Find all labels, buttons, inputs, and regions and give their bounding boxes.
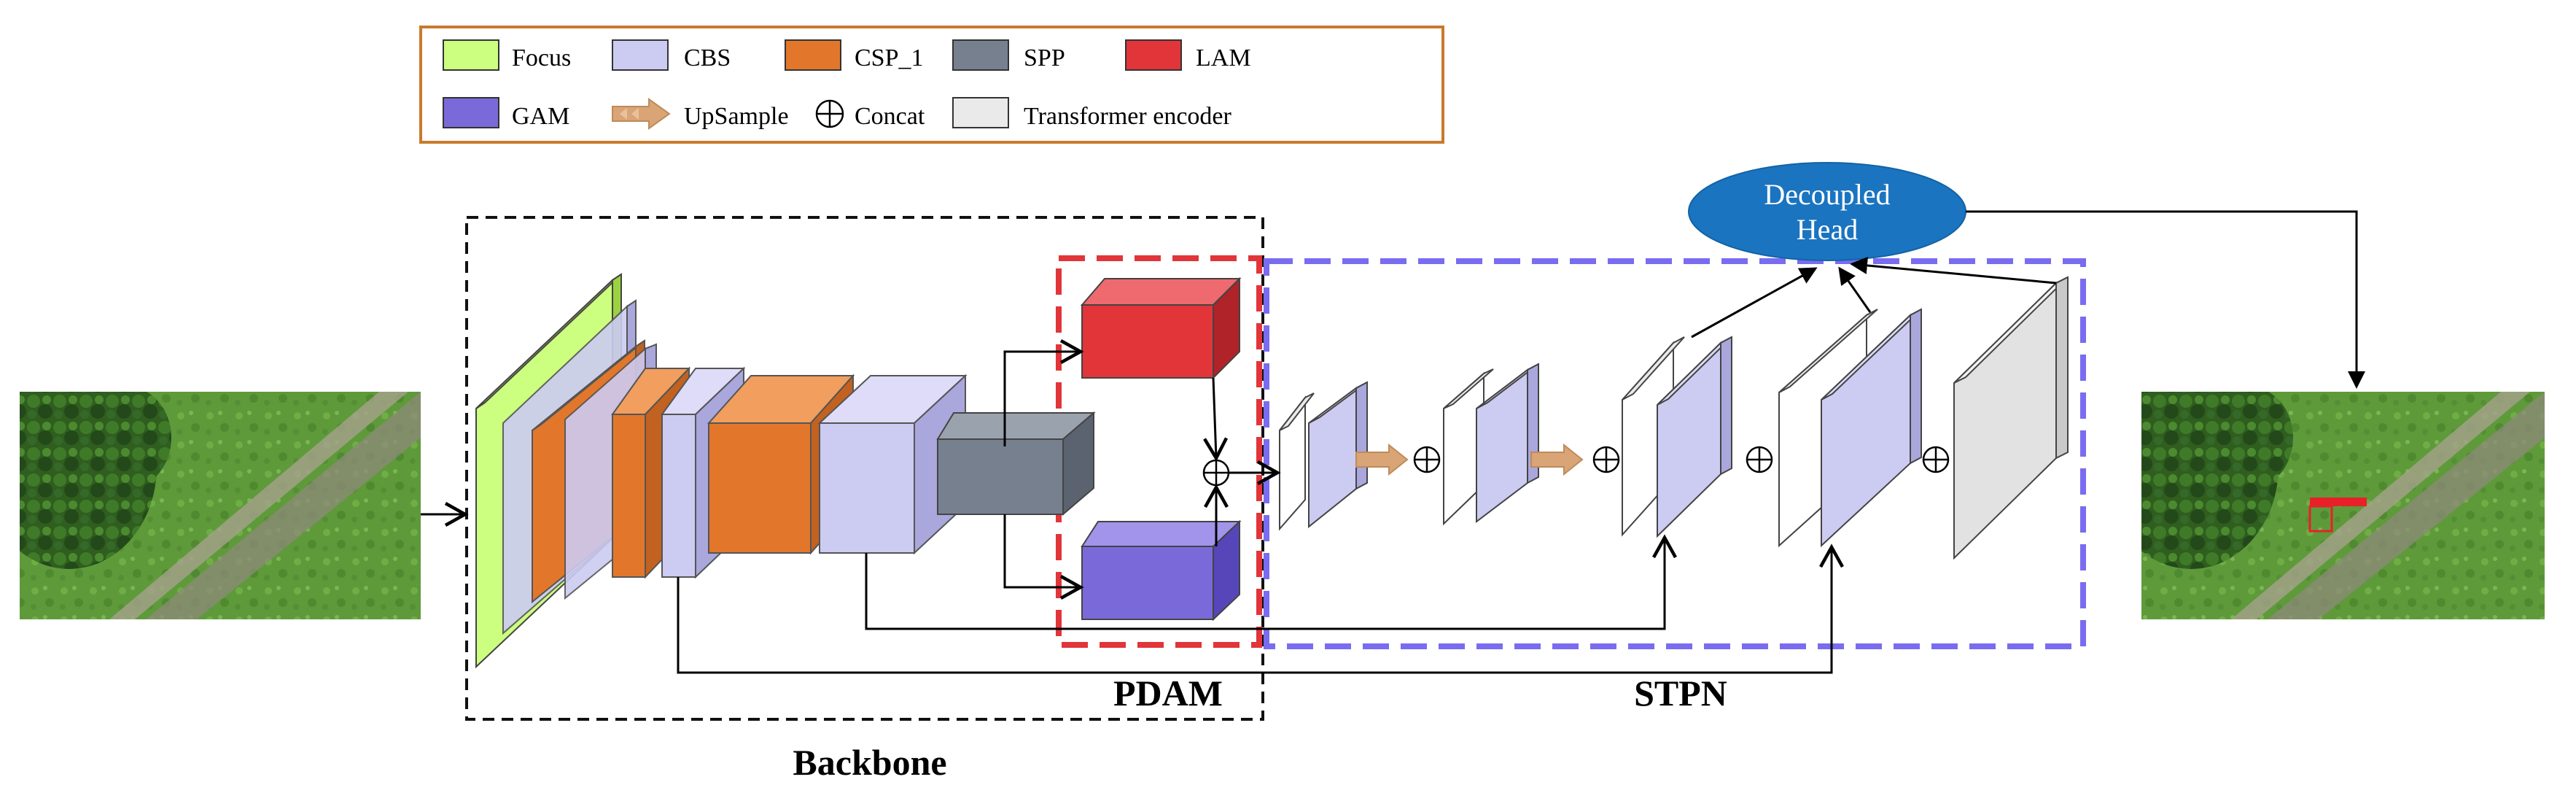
gam-block bbox=[1081, 519, 1242, 622]
decoupled-head-line2: Head bbox=[1797, 213, 1858, 246]
stpn-concat-icon-1 bbox=[1413, 446, 1441, 473]
pdam-label: PDAM bbox=[1113, 673, 1223, 713]
legend-lam-label: LAM bbox=[1196, 44, 1251, 71]
legend-cbs-label: CBS bbox=[684, 44, 731, 71]
stpn-region bbox=[1264, 258, 2086, 649]
legend-upsample-label: UpSample bbox=[684, 103, 789, 130]
cbs-block-7 bbox=[1657, 336, 1732, 538]
transformer-block-2 bbox=[1443, 368, 1494, 526]
spp-block bbox=[936, 411, 1096, 516]
legend-gam-label: GAM bbox=[512, 103, 569, 130]
pdam-region bbox=[1056, 255, 1262, 648]
stpn-concat-icon-3 bbox=[1746, 446, 1773, 473]
stpn-label: STPN bbox=[1634, 673, 1727, 713]
upsample-arrow-icon bbox=[612, 98, 671, 130]
upsample-arrow-1 bbox=[1355, 443, 1409, 476]
cbs-swatch bbox=[612, 39, 669, 71]
backbone-label: Backbone bbox=[793, 742, 946, 783]
legend-concat-label: Concat bbox=[855, 103, 925, 130]
pdam-concat-icon bbox=[1202, 459, 1230, 487]
legend-spp-label: SPP bbox=[1024, 44, 1065, 71]
detection-box bbox=[2308, 498, 2367, 533]
transformer-swatch bbox=[952, 97, 1009, 128]
gam-swatch bbox=[443, 97, 499, 128]
transformer-block-1 bbox=[1279, 392, 1315, 531]
output-image bbox=[2141, 392, 2545, 619]
lam-block bbox=[1080, 276, 1242, 380]
legend-transformer-label: Transformer encoder bbox=[1024, 103, 1231, 130]
concat-icon bbox=[815, 99, 844, 128]
focus-swatch bbox=[443, 39, 499, 71]
spp-swatch bbox=[952, 39, 1009, 71]
input-image bbox=[20, 392, 421, 619]
decoupled-head: Decoupled Head bbox=[1688, 162, 1966, 261]
legend: Focus CBS CSP_1 SPP LAM GAM UpSample Con… bbox=[419, 26, 1444, 144]
legend-csp1-label: CSP_1 bbox=[855, 44, 924, 71]
legend-focus-label: Focus bbox=[512, 44, 571, 71]
csp1-swatch bbox=[785, 39, 841, 71]
transformer-block-5 bbox=[1953, 276, 2069, 560]
upsample-arrow-2 bbox=[1530, 443, 1584, 476]
stpn-concat-icon-4 bbox=[1922, 446, 1950, 473]
cbs-block-8 bbox=[1821, 308, 1922, 548]
lam-swatch bbox=[1125, 39, 1182, 71]
legend-border bbox=[419, 26, 1444, 144]
connections bbox=[421, 210, 2365, 674]
cbs-block-6 bbox=[1476, 363, 1539, 524]
decoupled-head-line1: Decoupled bbox=[1764, 178, 1890, 211]
stpn-concat-icon-2 bbox=[1592, 446, 1620, 473]
